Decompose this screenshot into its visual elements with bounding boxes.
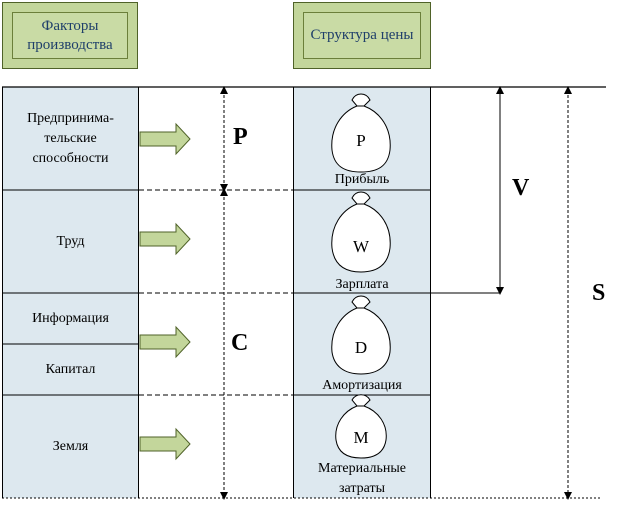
factor-entrepreneurship: Предпринима-тельские способности (3, 87, 138, 190)
label-p: P (233, 124, 248, 150)
price-structure-header-label: Структура цены (310, 27, 414, 43)
factors-header-label: Факторы производства (27, 17, 113, 53)
factor-entrepreneurship-label: Предпринима-тельские способности (27, 110, 114, 166)
bag-letter-d: D (354, 338, 368, 357)
factor-capital-label: Капитал (45, 361, 96, 377)
bag-letter-w: W (352, 237, 370, 256)
caption-wages: Зарплата (335, 277, 389, 292)
bag-letter-m: M (353, 428, 369, 447)
money-bag-icon (331, 93, 391, 173)
factor-capital: Капитал (3, 344, 138, 395)
factor-information: Информация (3, 293, 138, 344)
factor-land-label: Земля (52, 438, 89, 454)
factor-labor-label: Труд (56, 233, 85, 249)
caption-profit: Прибыль (334, 172, 390, 187)
money-bag-icon (335, 394, 387, 459)
caption-depreciation: Амортизация (322, 378, 402, 393)
money-bag-icon (331, 295, 391, 375)
price-structure-header: Структура цены (293, 2, 431, 69)
factors-header: Факторы производства (2, 2, 138, 69)
label-s: S (592, 280, 606, 306)
factor-labor: Труд (3, 190, 138, 293)
factor-land: Земля (3, 395, 138, 498)
label-c: C (231, 330, 249, 356)
factor-information-label: Информация (32, 310, 109, 326)
label-v: V (512, 175, 530, 201)
arrow-icon (139, 122, 191, 461)
money-bag-icon (331, 191, 391, 273)
caption-material-costs: Материальные затраты (318, 461, 406, 496)
bag-letter-p: P (356, 131, 366, 150)
